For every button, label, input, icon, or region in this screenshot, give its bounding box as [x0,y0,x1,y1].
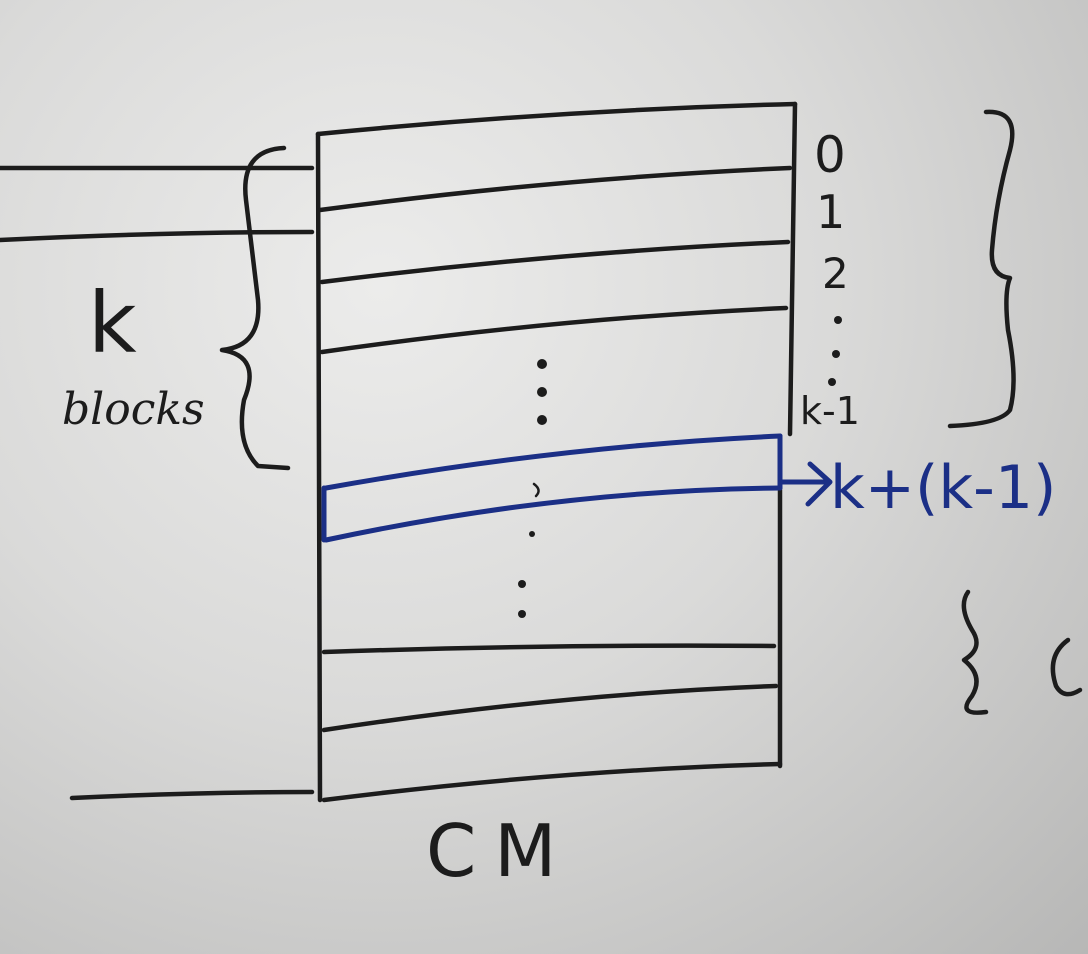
left-reference-line [69,789,315,801]
index-label-2: 2 [822,249,849,298]
index-ellipsis-dot [834,316,842,324]
index-ellipsis-dot [828,378,836,386]
caption-cm: CM [426,809,574,893]
right-brace-partial [961,589,989,715]
cm-row-line [321,683,779,733]
right-curly-brace [947,109,1016,429]
box-ellipsis-dot [537,387,547,397]
highlighted-row-top [323,433,783,491]
box-ellipsis-dot [518,580,526,588]
box-ellipsis-dot [518,610,526,618]
cm-box-bottom-edge [321,761,783,803]
highlighted-row-bottom [323,485,783,543]
left-label-blocks: blocks [62,384,205,435]
cm-box-top-edge [315,101,798,137]
cm-row-line [321,643,777,655]
cm-row-line [319,305,789,355]
cm-box-right-edge [777,101,798,769]
index-label-1: 1 [816,185,845,239]
left-label-k: k [88,274,137,372]
left-curly-brace [219,145,291,471]
small-mark [532,482,540,498]
index-ellipsis-dot [832,350,840,358]
box-ellipsis-dot [537,415,547,425]
blue-arrow-head [805,461,833,507]
arrow-label: k+(k-1) [830,453,1056,523]
box-ellipsis-dot [537,359,547,369]
cm-row-line [317,165,793,213]
index-label-0: 0 [814,126,846,184]
cm-row-line [319,239,791,285]
right-margin-squiggle [1050,637,1083,697]
cm-box-left-edge [315,131,323,803]
left-reference-line [0,229,315,243]
box-ellipsis-dot [529,531,535,537]
index-label-k-minus-1: k-1 [800,389,860,433]
